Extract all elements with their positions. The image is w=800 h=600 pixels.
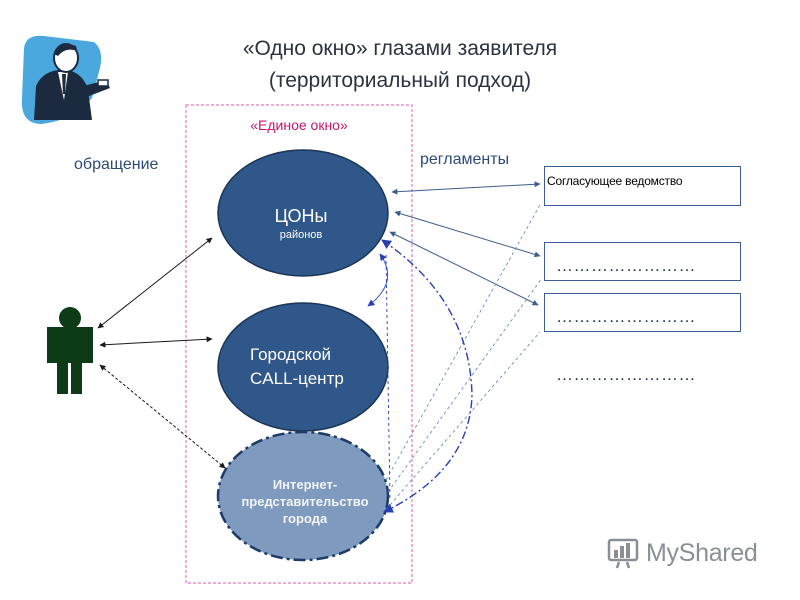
page-title: «Одно окно» глазами заявителя (территори… — [150, 33, 650, 97]
arrow-cons-box2 — [394, 210, 541, 258]
single-window-frame — [185, 104, 413, 584]
placeholder-dots-3: …………………… — [556, 365, 696, 384]
arrow-person-callcenter — [99, 336, 213, 348]
internet-line-2: представительство — [241, 494, 369, 509]
cons-title: ЦОНы — [274, 206, 328, 226]
dash-cons-internet — [385, 254, 391, 501]
agency-box[interactable] — [544, 166, 741, 206]
dash-internet-box2 — [387, 277, 543, 493]
arrow-cons-callcenter — [367, 253, 389, 307]
single-window-label: «Единое окно» — [250, 117, 348, 133]
call-center-line-2: CALL-центр — [250, 369, 344, 388]
internet-line-3: города — [282, 511, 328, 526]
dash-internet-box3 — [389, 331, 541, 506]
businessman-clipart-icon — [21, 35, 110, 124]
placeholder-box-2[interactable] — [544, 293, 741, 332]
arrow-internet-cons — [381, 239, 473, 513]
placeholder-dots-1: …………………… — [556, 256, 696, 275]
call-center-line-1: Городской — [250, 345, 332, 364]
placeholder-dots-2: …………………… — [556, 307, 696, 326]
cons-subtitle: районов — [279, 229, 323, 241]
title-line-2: (территориальный подход) — [268, 69, 532, 92]
regulations-label: регламенты — [420, 151, 510, 168]
agency-label: Согласующее ведомство — [547, 174, 683, 188]
arrow-person-cons — [97, 237, 213, 329]
placeholder-box-1[interactable] — [544, 242, 741, 281]
myshared-logo-icon — [607, 538, 639, 569]
arrow-cons-agency — [391, 181, 541, 195]
cons-node[interactable] — [217, 149, 389, 277]
watermark-text: MyShared — [646, 539, 758, 567]
internet-line-1: Интернет- — [272, 477, 338, 492]
title-line-1: «Одно окно» глазами заявителя — [242, 37, 558, 60]
arrow-cons-box3 — [389, 231, 539, 306]
appeal-label: обращение — [74, 156, 159, 173]
arrow-person-internet — [99, 364, 226, 469]
applicant-person-icon — [47, 307, 93, 394]
